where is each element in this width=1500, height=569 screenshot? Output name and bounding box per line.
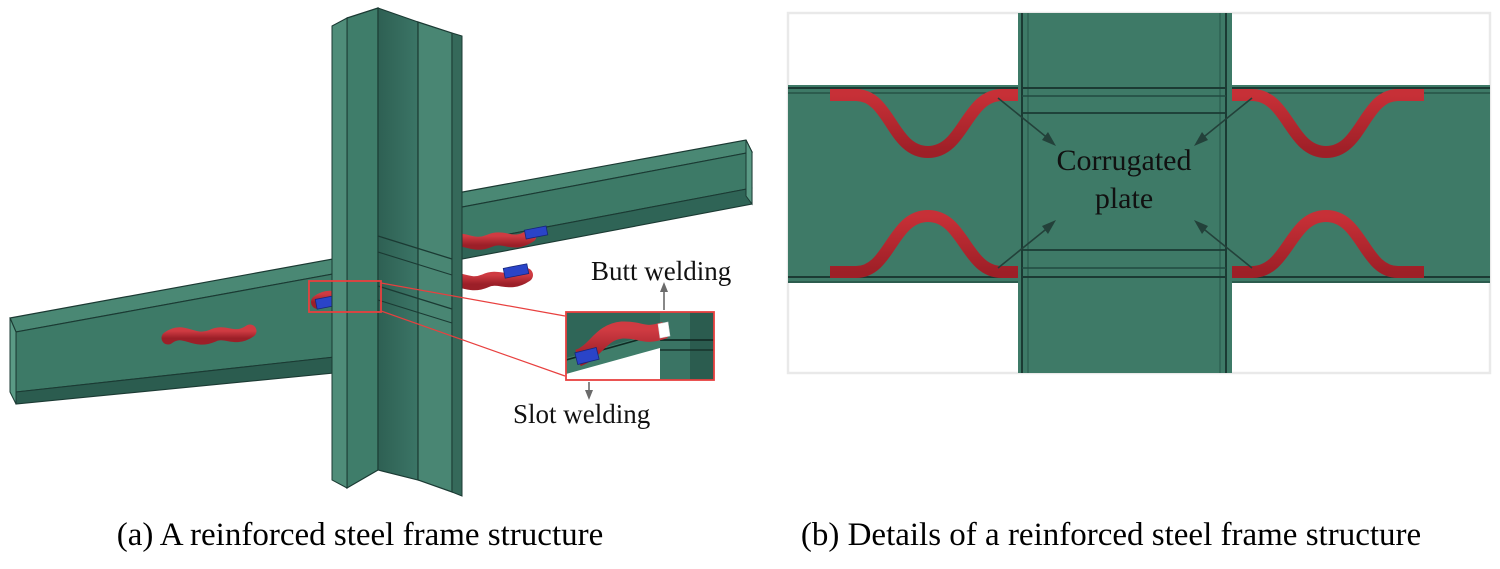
detail-inset [565, 311, 715, 381]
corrugated-plate-label-line1: Corrugated [1057, 144, 1192, 177]
inset-border [565, 311, 715, 381]
callout-leader-top [380, 282, 566, 317]
arrow-top-left-head [1042, 132, 1056, 146]
caption-panel-a: (a) A reinforced steel frame structure [116, 517, 604, 553]
steel-column-elevation [1018, 13, 1232, 373]
column-stiffener-top [377, 235, 453, 260]
steel-i-column [331, 7, 463, 497]
slot-welding-label: Slot welding [513, 399, 650, 429]
corrugated-plate-label-line2: plate [1095, 182, 1153, 215]
corrugated-plate-bottom-right [1230, 209, 1424, 278]
steel-beam-left [788, 85, 1020, 283]
arrow-top-left-line [997, 97, 1051, 141]
inset-column-web [660, 312, 690, 380]
beam-left-body [788, 85, 1020, 283]
butt-welding-label: Butt welding [591, 256, 731, 286]
arrow-top-right-line [1199, 97, 1253, 141]
arrow-bottom-right-head [1194, 220, 1208, 234]
beam-left-end-cap [9, 317, 17, 405]
corrugated-plate-red-far-left [161, 324, 257, 345]
panel-b-frame-details: Corrugated plate [760, 0, 1500, 500]
callout-leader-bottom [380, 310, 566, 377]
arrow-bottom-left-head [1042, 220, 1056, 234]
corrugated-plate-far-left [161, 324, 257, 345]
corrugated-plate-top-right [1230, 89, 1424, 159]
caption-panel-b: (b) Details of a reinforced steel frame … [800, 517, 1422, 553]
butt-welding-arrowhead [660, 282, 668, 292]
corrugated-plate-path-bottom-right [1230, 209, 1424, 278]
steel-beam-right [1230, 85, 1490, 283]
inset-column-flange [690, 312, 714, 380]
panel-a-reinforced-steel-frame: Butt welding Slot welding [0, 0, 760, 500]
corrugated-plate-top-left [830, 89, 1022, 159]
panel-a-drawing: Butt welding Slot welding [9, 7, 753, 497]
beam-right-end-cap [745, 139, 753, 206]
column-stiffener-top-2 [377, 251, 453, 276]
corrugated-plate-path-top-right [1230, 89, 1424, 159]
column-stiffener-bottom-2 [377, 299, 453, 324]
butt-welding-annotation: Butt welding [591, 256, 731, 310]
slot-welding-annotation: Slot welding [513, 382, 650, 429]
corrugated-plate-path-top-left [830, 89, 1022, 159]
column-stiffeners [1022, 87, 1226, 278]
arrow-bottom-right-line [1199, 225, 1253, 269]
panel-b-drawing: Corrugated plate [786, 11, 1492, 375]
slot-weld-mid [502, 263, 530, 279]
corrugated-plate-bottom-left [830, 209, 1022, 278]
slot-weld-right [523, 225, 549, 240]
corrugated-plate-path-bottom-left [830, 209, 1022, 278]
slot-welding-arrowhead [585, 390, 593, 400]
inset-butt-weld [657, 321, 671, 339]
column-left-flange-edge [331, 17, 348, 489]
column-right-flange-edge [451, 32, 463, 497]
arrow-top-right-head [1194, 132, 1208, 146]
column-stiffener-bottom [377, 285, 453, 310]
arrow-bottom-left-line [997, 225, 1051, 269]
column-left-flange [346, 7, 379, 490]
corrugated-plate-arrows [997, 97, 1253, 269]
column-body [1018, 13, 1232, 373]
column-web [377, 7, 419, 481]
inset-slot-weld [574, 347, 600, 365]
callout-box [308, 280, 382, 313]
beam-right-body [1230, 85, 1490, 283]
